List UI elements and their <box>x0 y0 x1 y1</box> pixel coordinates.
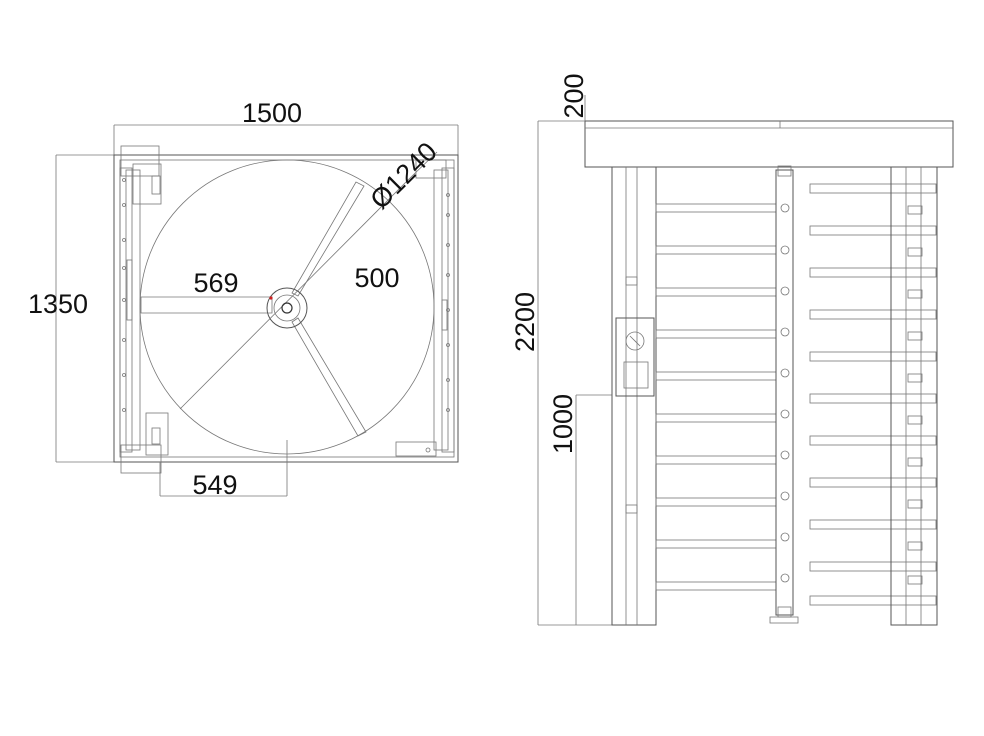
rotor-column-bolts <box>780 203 790 583</box>
rotor-hub-outer <box>266 287 308 329</box>
reader-direction-icon <box>625 331 645 351</box>
bottom-offset-label: 549 <box>192 470 237 500</box>
left-panel-markers <box>122 178 133 412</box>
left-top-bracket-slot <box>151 175 161 195</box>
right-bottom-bolt <box>425 447 431 453</box>
rotor-column <box>775 169 794 616</box>
left-fixed-bars <box>655 203 777 591</box>
left-post-joint-top <box>625 276 638 286</box>
hub-marker-dot <box>269 296 273 300</box>
rotor-column-top-cap <box>777 165 792 177</box>
rotor-arm-left <box>140 296 273 314</box>
rotor-arm-lower <box>291 317 367 437</box>
left-side-rail <box>125 169 141 451</box>
card-reader-panel <box>623 361 649 389</box>
rotor-hub-ring <box>273 294 301 322</box>
right-side-rail <box>433 169 449 451</box>
left-bottom-bracket <box>120 444 162 474</box>
right-post <box>890 166 938 626</box>
top-frame-inner <box>119 159 455 458</box>
right-post-bar-stubs <box>907 205 923 585</box>
left-bottom-bracket-inner <box>145 412 169 456</box>
center-offset-label: 569 <box>193 268 238 298</box>
diameter-label: Ø1240 <box>364 136 443 215</box>
card-reader-box <box>615 317 655 397</box>
top-cap-label: 200 <box>559 73 589 118</box>
left-top-bracket-inner <box>132 163 162 205</box>
reader-height-label: 1000 <box>548 394 578 454</box>
left-top-bracket <box>120 145 160 177</box>
rotor-hub-center <box>281 302 293 314</box>
arm-length-label: 500 <box>354 263 399 293</box>
rotor-arms <box>140 151 438 437</box>
top-cap <box>584 120 954 168</box>
width-label: 1500 <box>242 98 302 128</box>
side-view: 200 2200 1000 <box>510 73 954 626</box>
rotor-column-foot <box>769 616 799 624</box>
diameter-leader-tail <box>409 151 438 179</box>
reader-direction-arrow <box>629 335 641 347</box>
rotor-arms-side <box>809 183 937 606</box>
rotor-arm-upper <box>291 181 365 297</box>
depth-label: 1350 <box>28 289 88 319</box>
left-post-joint-bottom <box>625 504 638 514</box>
total-height-label: 2200 <box>510 292 540 352</box>
top-frame-outer <box>113 154 459 463</box>
right-panel-markers <box>441 193 450 412</box>
diameter-leader-line <box>179 177 411 410</box>
left-bottom-bracket-slot <box>151 427 161 445</box>
right-bottom-bracket <box>395 441 437 457</box>
top-view: 1500 1350 <box>28 98 459 500</box>
left-post <box>611 166 657 626</box>
right-top-bracket <box>415 159 447 179</box>
